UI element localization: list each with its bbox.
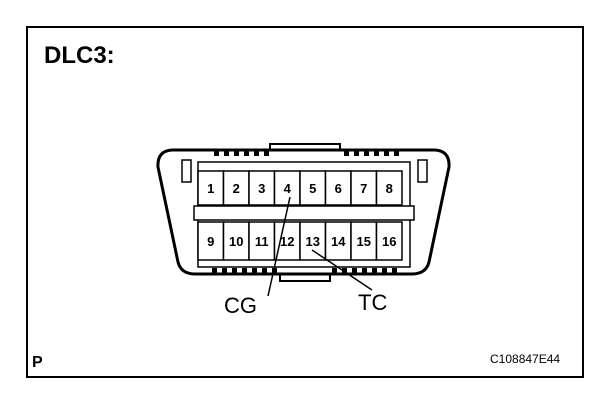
center-divider-bar bbox=[193, 205, 415, 221]
bottom-edge-tooth bbox=[222, 268, 227, 273]
pin-label-1: 1 bbox=[207, 181, 214, 196]
pin-cell-16 bbox=[375, 221, 403, 261]
pin-label-12: 12 bbox=[280, 234, 294, 249]
pin-label-16: 16 bbox=[382, 234, 396, 249]
pin-label-7: 7 bbox=[360, 181, 367, 196]
pin-cell-7 bbox=[350, 170, 378, 206]
pin-cell-1 bbox=[197, 170, 225, 206]
pin-label-15: 15 bbox=[357, 234, 371, 249]
connector-top-notch bbox=[269, 143, 341, 150]
pin-cell-10 bbox=[222, 221, 250, 261]
pin-label-4: 4 bbox=[284, 181, 292, 196]
pin-label-2: 2 bbox=[233, 181, 240, 196]
pin-row-bottom: 9 10 11 12 13 14 15 16 bbox=[197, 221, 403, 261]
pin-row-top: 1 2 3 4 5 6 7 8 bbox=[197, 170, 403, 206]
top-edge-tooth bbox=[364, 151, 369, 156]
bottom-edge-tooth bbox=[372, 268, 377, 273]
bottom-edge-tooth bbox=[242, 268, 247, 273]
pin-label-14: 14 bbox=[331, 234, 346, 249]
bottom-edge-tooth bbox=[262, 268, 267, 273]
top-edge-tooth bbox=[374, 151, 379, 156]
pin-cell-8 bbox=[375, 170, 403, 206]
bottom-edge-tooth bbox=[232, 268, 237, 273]
connector-bottom-notch bbox=[279, 274, 331, 282]
connector-outer-shell bbox=[156, 148, 451, 276]
left-guide-key bbox=[181, 159, 192, 183]
figure-title: DLC3: bbox=[44, 42, 115, 69]
bottom-edge-tooth bbox=[212, 268, 217, 273]
bottom-edge-tooth bbox=[252, 268, 257, 273]
pin-label-9: 9 bbox=[207, 234, 214, 249]
pin-cell-3 bbox=[248, 170, 276, 206]
bottom-edge-tooth bbox=[362, 268, 367, 273]
bottom-edge-tooth bbox=[272, 268, 277, 273]
pin-label-6: 6 bbox=[335, 181, 342, 196]
bottom-edge-tooth bbox=[382, 268, 387, 273]
pin-label-10: 10 bbox=[229, 234, 243, 249]
pin-cell-5 bbox=[299, 170, 327, 206]
top-edge-tooth bbox=[354, 151, 359, 156]
pin-cell-6 bbox=[324, 170, 352, 206]
top-edge-tooth bbox=[214, 151, 219, 156]
pin-label-11: 11 bbox=[255, 234, 269, 249]
tc-callout-label: TC bbox=[358, 290, 387, 315]
cg-callout-label: CG bbox=[224, 293, 257, 318]
pin-cell-11 bbox=[248, 221, 276, 261]
pin-cell-12 bbox=[273, 221, 301, 261]
pin-cell-14 bbox=[324, 221, 352, 261]
figure-code: C108847E44 bbox=[490, 352, 561, 366]
top-edge-tooth bbox=[244, 151, 249, 156]
pin-label-3: 3 bbox=[258, 181, 265, 196]
pin-label-5: 5 bbox=[309, 181, 316, 196]
bottom-edge-tooth bbox=[332, 268, 337, 273]
top-edge-tooth bbox=[254, 151, 259, 156]
top-edge-tooth bbox=[394, 151, 399, 156]
bottom-edge-tooth bbox=[342, 268, 347, 273]
corner-label: P bbox=[32, 354, 43, 371]
top-edge-tooth bbox=[224, 151, 229, 156]
bottom-edge-tooth bbox=[352, 268, 357, 273]
top-edge-tooth bbox=[264, 151, 269, 156]
cg-leader-line bbox=[267, 196, 291, 297]
pin-cell-15 bbox=[350, 221, 378, 261]
figure-frame bbox=[26, 26, 584, 378]
pin-label-8: 8 bbox=[386, 181, 393, 196]
top-edge-tooth bbox=[234, 151, 239, 156]
pin-label-13: 13 bbox=[306, 234, 320, 249]
bottom-edge-tooth bbox=[392, 268, 397, 273]
top-edge-tooth bbox=[384, 151, 389, 156]
top-edge-tooth bbox=[344, 151, 349, 156]
right-guide-key bbox=[417, 159, 428, 183]
